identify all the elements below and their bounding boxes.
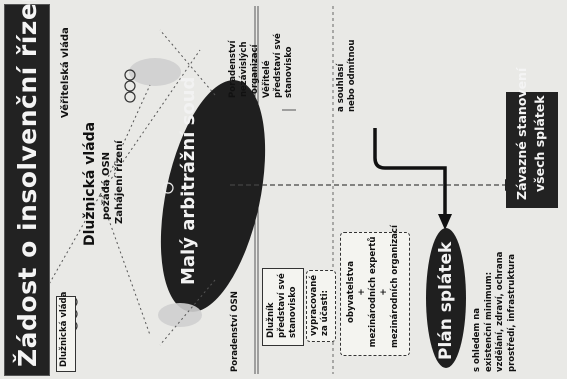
debtor-prepared-box <box>306 270 336 342</box>
proceedings-start-label: Zahájení řízení <box>114 140 125 224</box>
debtor-gov-left-label: Dlužnická vláda <box>59 291 69 367</box>
plan-description: s ohledem na existenční minimum: vzdělán… <box>472 251 517 372</box>
participants-box <box>340 232 410 356</box>
court-label: Malý arbitrážní soud <box>178 76 199 285</box>
result-line-1: Závazné stanovení <box>514 67 529 200</box>
debtor-gov-left-box <box>56 296 76 372</box>
debtor-gov-main-label: Dlužnická vláda <box>82 121 98 246</box>
debtor-presents-label: Dlužník představí své stanovisko <box>266 273 298 338</box>
participants-label: obyvatelstva + mezinárodních expertů + m… <box>346 225 400 348</box>
dotted-connectors <box>39 29 216 346</box>
consent-arrow-line <box>373 128 447 218</box>
court-ellipse <box>160 80 266 312</box>
independent-advice-label: Poradenství nezávislých organizací <box>228 40 260 98</box>
creditor-seat-patch <box>129 58 181 86</box>
osn-advice-label: Poradenství OSN <box>230 291 240 372</box>
plan-title-label: Plán splátek <box>436 241 456 360</box>
creditors-stance-label: Věřitelé představí své stanovisko <box>262 33 294 98</box>
debtor-presents-box <box>262 268 304 346</box>
debtor-prepared-label: vypracované za účasti: <box>309 274 330 336</box>
osn-request-label: požádá OSN <box>101 151 112 220</box>
result-box: Závazné stanovení všech splátek <box>506 68 558 208</box>
creditor-gov-label: Věřitelská vláda <box>60 27 71 118</box>
people-icon-center <box>162 182 174 194</box>
page-title: Žádost o insolvenční řízení <box>13 0 42 367</box>
agree-reject-label: a souhlasí nebo odmítnou <box>336 39 357 112</box>
title-box: Žádost o insolvenční řízení <box>4 0 50 376</box>
people-icon-right <box>124 69 136 103</box>
debtor-seat-patch <box>158 303 202 327</box>
consent-arrow-head <box>438 214 452 230</box>
result-line-2: všech splátek <box>532 95 547 192</box>
